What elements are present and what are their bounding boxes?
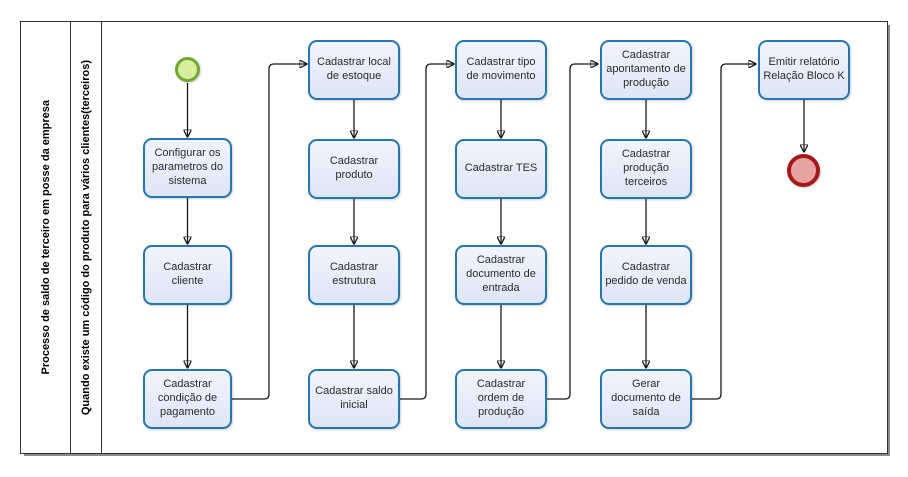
pool-title: Processo de saldo de terceiro em posse d… bbox=[39, 100, 52, 375]
task-label: Cadastrar pedido de venda bbox=[605, 261, 687, 287]
task-cadastrar-documento-entrada[interactable]: Cadastrar documento de entrada bbox=[455, 245, 547, 305]
lane-title-band: Quando existe um código do produto para … bbox=[71, 22, 102, 453]
task-cadastrar-saldo-inicial[interactable]: Cadastrar saldo inicial bbox=[308, 369, 400, 429]
task-cadastrar-producao-terceiros[interactable]: Cadastrar produção terceiros bbox=[600, 139, 692, 199]
task-configurar-parametros[interactable]: Configurar os parametros do sistema bbox=[143, 138, 232, 198]
task-label: Cadastrar documento de entrada bbox=[466, 254, 536, 294]
task-cadastrar-ordem-producao[interactable]: Cadastrar ordem de produção bbox=[455, 369, 547, 429]
task-cadastrar-estrutura[interactable]: Cadastrar estrutura bbox=[308, 245, 400, 305]
task-label: Cadastrar cliente bbox=[163, 261, 212, 287]
task-label: Configurar os parametros do sistema bbox=[152, 147, 223, 187]
task-gerar-documento-saida[interactable]: Gerar documento de saída bbox=[600, 369, 692, 429]
task-cadastrar-cliente[interactable]: Cadastrar cliente bbox=[143, 245, 232, 305]
task-label: Gerar documento de saída bbox=[611, 378, 681, 418]
task-label: Emitir relatório Relação Bloco K bbox=[763, 56, 845, 82]
task-label: Cadastrar TES bbox=[464, 162, 538, 175]
task-label: Cadastrar estrutura bbox=[329, 261, 379, 287]
task-label: Cadastrar apontamento de produção bbox=[606, 49, 686, 89]
task-cadastrar-condicao-pagamento[interactable]: Cadastrar condição de pagamento bbox=[143, 369, 232, 429]
task-label: Cadastrar produção terceiros bbox=[621, 148, 671, 188]
task-label: Cadastrar saldo inicial bbox=[315, 385, 393, 411]
end-event-circle[interactable] bbox=[787, 154, 820, 187]
task-label: Cadastrar condição de pagamento bbox=[157, 378, 218, 418]
task-label: Cadastrar tipo de movimento bbox=[466, 56, 536, 82]
task-label: Cadastrar local de estoque bbox=[317, 56, 391, 82]
pool-title-band: Processo de saldo de terceiro em posse d… bbox=[21, 22, 71, 453]
task-cadastrar-tes[interactable]: Cadastrar TES bbox=[455, 139, 547, 199]
start-event-circle[interactable] bbox=[175, 57, 200, 82]
task-emitir-relatorio-bloco-k[interactable]: Emitir relatório Relação Bloco K bbox=[758, 40, 850, 100]
task-cadastrar-pedido-venda[interactable]: Cadastrar pedido de venda bbox=[600, 245, 692, 305]
task-cadastrar-apontamento-producao[interactable]: Cadastrar apontamento de produção bbox=[600, 40, 692, 100]
task-cadastrar-produto[interactable]: Cadastrar produto bbox=[308, 139, 400, 199]
task-label: Cadastrar produto bbox=[329, 155, 379, 181]
task-label: Cadastrar ordem de produção bbox=[476, 378, 526, 418]
task-cadastrar-tipo-movimento[interactable]: Cadastrar tipo de movimento bbox=[455, 40, 547, 100]
task-cadastrar-local-estoque[interactable]: Cadastrar local de estoque bbox=[308, 40, 400, 100]
lane-title: Quando existe um código do produto para … bbox=[80, 59, 92, 416]
